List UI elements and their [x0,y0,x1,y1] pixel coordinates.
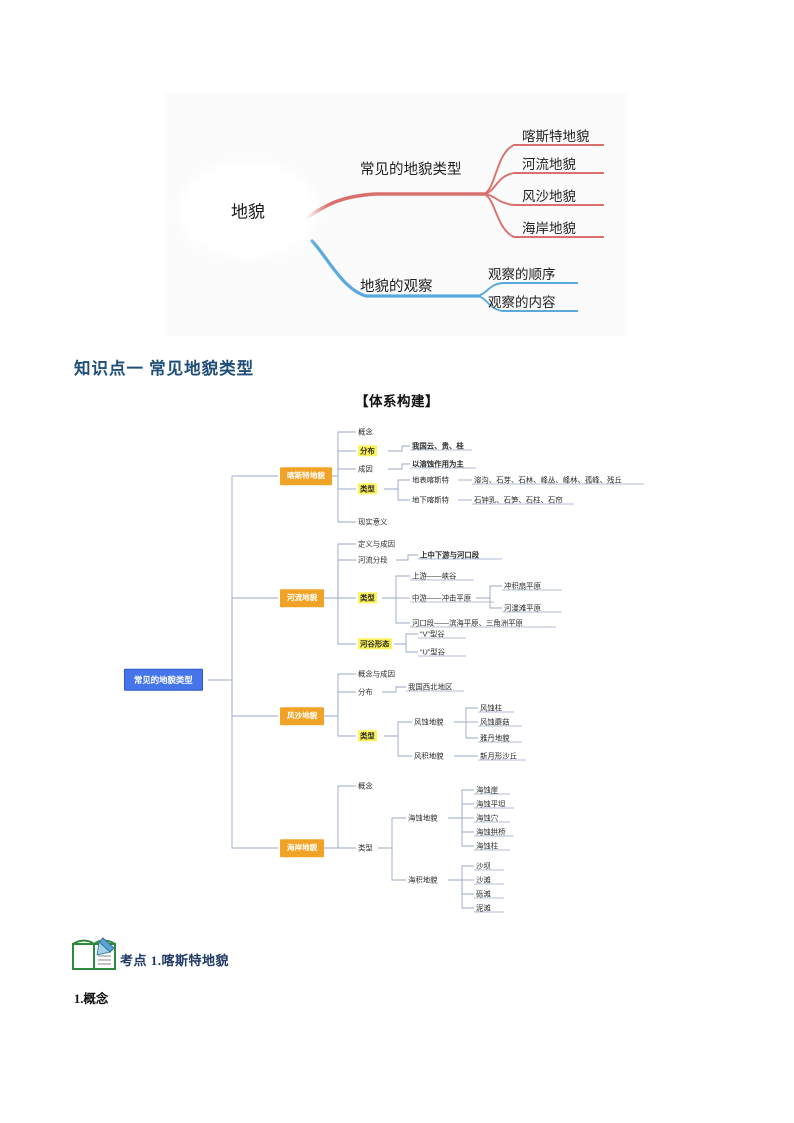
coast-sub-erosion: 海蚀地貌 [408,813,438,823]
wind-sub-erosion: 风蚀地貌 [414,717,444,727]
wind-item-type-label: 类型 [358,730,377,742]
coast-deposition-mud: 泥滩 [476,903,491,913]
river-type-upper: 上游——峡谷 [412,571,457,581]
coast-sub-deposition: 海积地貌 [408,875,438,885]
wind-item-type: 类型 [358,730,377,742]
top-child-coast: 海岸地貌 [522,221,576,236]
coast-deposition-gravel: 砾滩 [476,889,491,899]
concept-heading: 1.概念 [74,992,109,1006]
karst-item-distribution: 分布 [358,445,377,457]
karst-item-concept: 概念 [358,427,373,437]
river-valley-u: “U”型谷 [420,647,446,657]
section-heading: 知识点一 常见地貌类型 [74,359,255,378]
river-item-type: 类型 [358,592,377,604]
open-book-icon [72,937,116,970]
top-mindmap-root-label: 地貌 [231,202,265,222]
top-branch-label-0: 常见的地貌类型 [360,162,462,178]
branch-node-wind: 风沙地貌 [280,707,325,725]
branch-node-river: 河流地貌 [280,589,325,607]
coast-item-concept: 概念 [358,781,373,791]
wind-sub-deposition: 风积地貌 [414,751,444,761]
karst-sub-underground: 地下喀斯特 [412,495,449,505]
river-segments-value: 上中下游与河口段 [420,550,480,560]
wind-erosion-mushroom: 风蚀蘑菇 [480,717,510,727]
top-child-river: 河流地貌 [522,157,576,172]
branch-node-coast: 海岸地貌 [280,839,325,857]
coast-erosion-cliff: 海蚀崖 [476,785,499,795]
big-mindmap: 常见的地貌类型 喀斯特地貌 河流地貌 风沙地貌 海岸地貌 概念 分布 成因 类型… [110,418,690,928]
top-mindmap-connectors [304,144,604,312]
coast-deposition-beach: 沙滩 [476,875,491,885]
river-valley-v: “V”型谷 [420,629,445,639]
wind-item-distribution: 分布 [358,687,373,697]
karst-item-significance: 现实意义 [358,517,388,527]
river-middle-value-floodplain: 河漫滩平原 [504,603,541,613]
river-type-estuary: 河口段——滨海平原、三角洲平原 [412,618,523,628]
karst-distribution-value: 我国云、贵、桂 [412,441,464,451]
river-item-definition: 定义与成因 [358,539,395,549]
wind-deposition-crescent-dune: 新月形沙丘 [480,751,517,761]
top-child-order: 观察的顺序 [488,267,556,282]
karst-sub-surface-value: 溶沟、石芽、石林、峰丛、峰林、孤峰、残丘 [474,475,622,485]
wind-item-concept: 概念与成因 [358,669,395,679]
top-branch-label-1: 地貌的观察 [360,279,433,295]
karst-item-type: 类型 [358,483,377,495]
wind-distribution-value: 我国西北地区 [408,682,453,692]
karst-item-type-label: 类型 [358,483,377,495]
kaodian-heading: 考点 1.喀斯特地貌 [120,953,230,968]
branch-node-karst: 喀斯特地貌 [280,467,332,485]
river-type-middle: 中游——冲击平原 [412,593,472,603]
coast-erosion-arch: 海蚀拱桥 [476,827,506,837]
river-item-valley-form: 河谷形态 [358,638,392,650]
wind-erosion-yardang: 雅丹地貌 [480,733,510,743]
top-child-wind: 风沙地貌 [522,189,576,204]
karst-sub-underground-value: 石钟乳、石笋、石柱、石帘 [474,495,563,505]
river-item-valley-form-label: 河谷形态 [358,638,392,650]
karst-item-cause: 成因 [358,464,373,474]
coast-erosion-stack: 海蚀柱 [476,841,499,851]
coast-deposition-bar: 沙坝 [476,861,491,871]
river-item-segments: 河流分段 [358,555,388,565]
wind-erosion-pillar: 风蚀柱 [480,703,503,713]
karst-sub-surface: 地表喀斯特 [412,475,449,485]
big-mindmap-connectors [208,431,644,913]
river-item-type-label: 类型 [358,592,377,604]
top-child-content: 观察的内容 [488,295,556,310]
section-subheading: 【体系构建】 [355,394,439,409]
coast-erosion-platform: 海蚀平坦 [476,799,506,809]
coast-item-type: 类型 [358,843,373,853]
karst-item-distribution-label: 分布 [358,445,377,457]
top-mindmap: 地貌 常见的地貌类型 地貌的观察 喀斯特地貌 河流地貌 风沙地貌 海岸地貌 观察… [166,93,626,336]
river-middle-value-alluvial-fan: 冲积扇平原 [504,581,541,591]
top-child-karst: 喀斯特地貌 [522,129,590,144]
big-mindmap-center-node: 常见的地貌类型 [124,668,203,692]
coast-erosion-cave: 海蚀穴 [476,813,499,823]
top-mindmap-root-node: 地貌 [188,171,308,249]
karst-cause-value: 以溶蚀作用为主 [412,459,464,469]
